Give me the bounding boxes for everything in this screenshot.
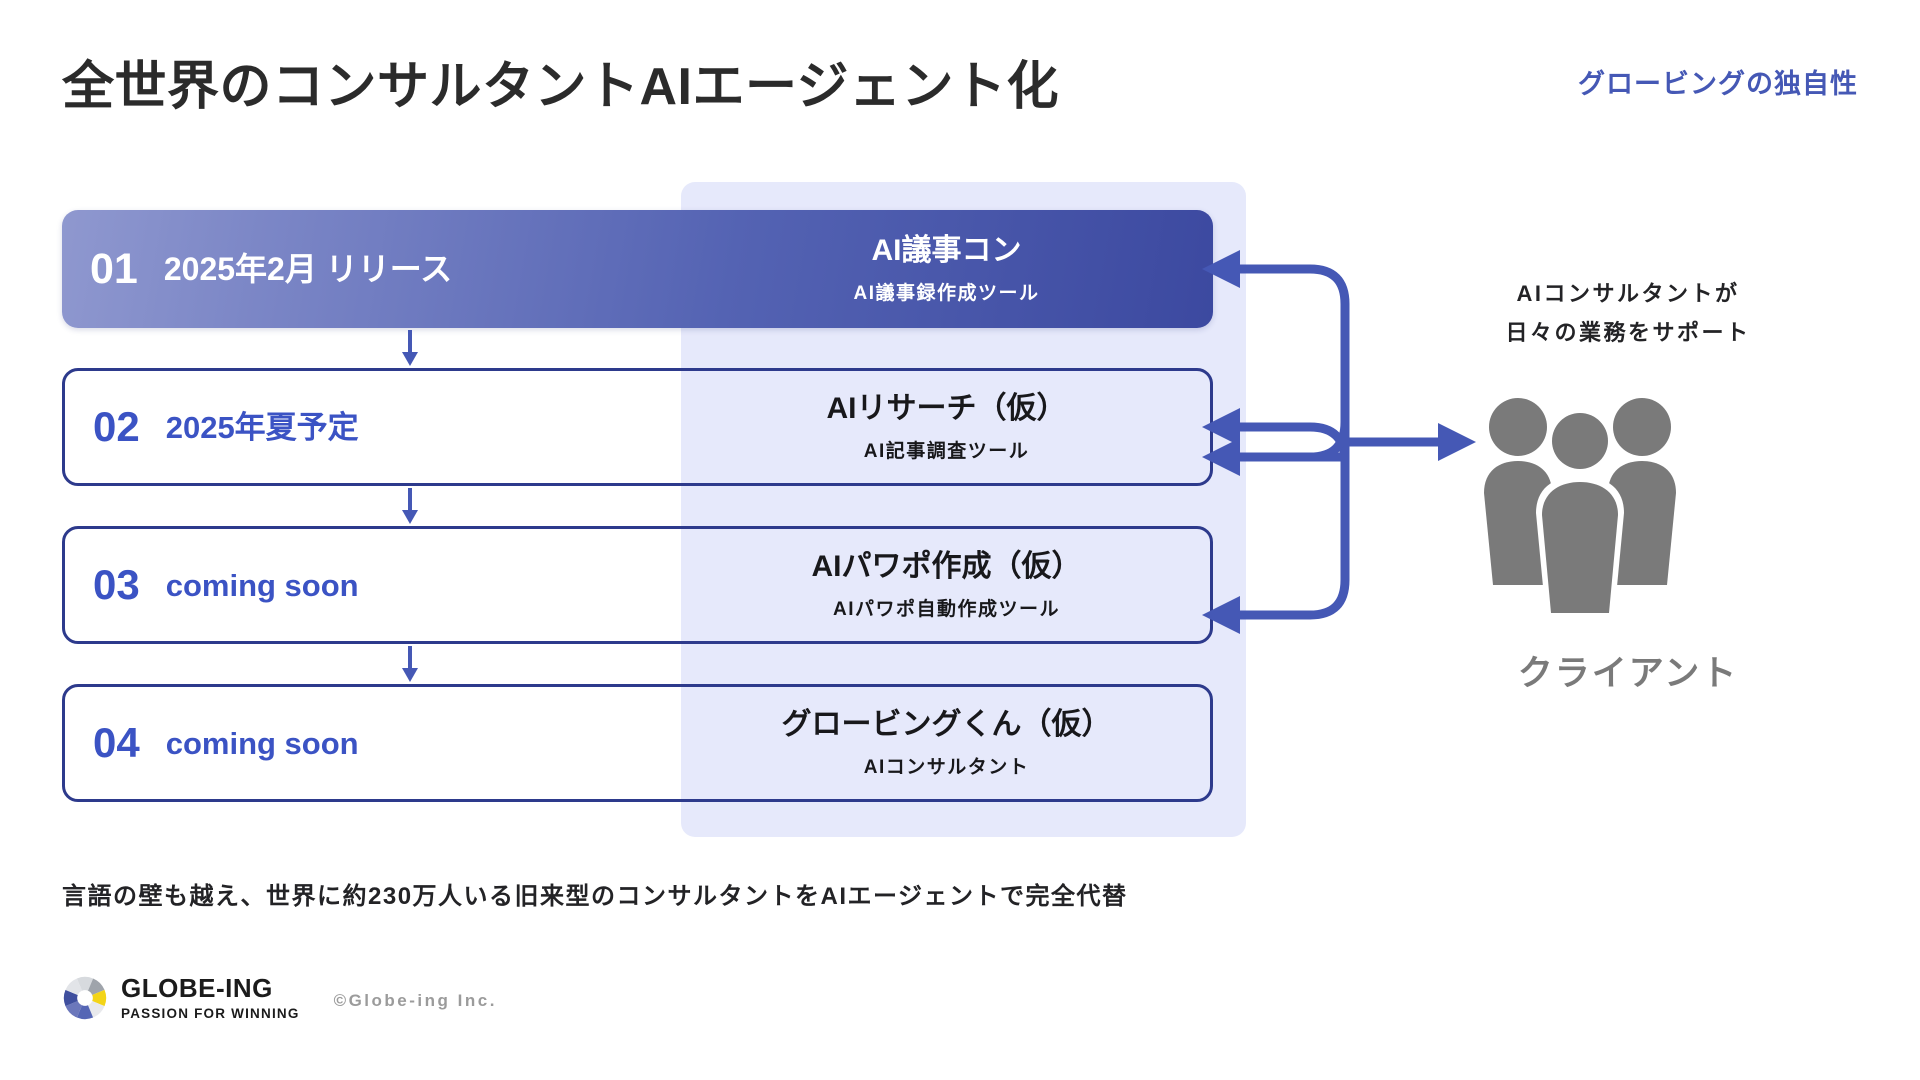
row-left-02: 02 2025年夏予定	[65, 371, 683, 483]
row-right-04: グロービングくん（仮） AIコンサルタント	[683, 687, 1210, 799]
footer-caption: 言語の壁も越え、世界に約230万人いる旧来型のコンサルタントをAIエージェントで…	[62, 883, 1128, 910]
row-left-03: 03 coming soon	[65, 529, 683, 641]
row-left-04: 04 coming soon	[65, 687, 683, 799]
row-number-01: 01	[90, 244, 138, 293]
header-section-tag: グロービングの独自性	[1578, 69, 1858, 99]
row-right-03: AIパワポ作成（仮） AIパワポ自動作成ツール	[683, 529, 1210, 641]
down-arrow-icon-2-3	[402, 488, 418, 524]
row-left-01: 01 2025年2月 リリース	[62, 210, 680, 328]
row-right-01: AI議事コン AI議事録作成ツール	[680, 210, 1213, 328]
connector-tree-icon	[1202, 250, 1476, 634]
row-schedule-02: 2025年夏予定	[165, 409, 359, 445]
row-number-03: 03	[93, 561, 140, 608]
copyright-text: ©Globe-ing Inc.	[333, 991, 497, 1010]
footer-branding: GLOBE-ING PASSION FOR WINNING ©Globe-ing…	[62, 975, 497, 1021]
row-schedule-01: 2025年2月 リリース	[163, 251, 453, 287]
globe-ing-pinwheel-logo-icon	[63, 976, 107, 1020]
logo-wordmark: GLOBE-ING PASSION FOR WINNING	[121, 975, 300, 1021]
down-arrow-icon-1-2	[402, 330, 418, 366]
timeline-row-02[interactable]: 02 2025年夏予定 AIリサーチ（仮） AI記事調査ツール	[62, 368, 1213, 486]
row-product-01: AI議事コン	[871, 233, 1022, 267]
down-arrow-icon-3-4	[402, 646, 418, 682]
three-people-icon	[1484, 398, 1676, 618]
logo-name: GLOBE-ING	[121, 973, 273, 1004]
row-schedule-03: coming soon	[165, 567, 359, 603]
support-text-line1: AIコンサルタントが	[1516, 281, 1740, 306]
row-product-04: グロービングくん（仮）	[781, 707, 1112, 741]
logo-tagline: PASSION FOR WINNING	[121, 1006, 300, 1022]
client-label: クライアント	[1517, 654, 1739, 693]
timeline-row-04[interactable]: 04 coming soon グロービングくん（仮） AIコンサルタント	[62, 684, 1213, 802]
row-right-02: AIリサーチ（仮） AI記事調査ツール	[683, 371, 1210, 483]
row-product-sub-03: AIパワポ自動作成ツール	[832, 598, 1060, 620]
row-product-03: AIパワポ作成（仮）	[811, 549, 1082, 583]
row-product-sub-04: AIコンサルタント	[863, 756, 1030, 778]
timeline-row-01[interactable]: 01 2025年2月 リリース AI議事コン AI議事録作成ツール	[62, 210, 1213, 328]
row-schedule-04: coming soon	[165, 725, 359, 761]
row-product-sub-01: AI議事録作成ツール	[853, 282, 1040, 304]
row-product-02: AIリサーチ（仮）	[826, 391, 1067, 425]
page-title: 全世界のコンサルタントAIエージェント化	[62, 58, 1059, 116]
timeline-row-03[interactable]: 03 coming soon AIパワポ作成（仮） AIパワポ自動作成ツール	[62, 526, 1213, 644]
row-number-02: 02	[93, 403, 140, 450]
support-text-line2: 日々の業務をサポート	[1505, 319, 1751, 345]
row-product-sub-02: AI記事調査ツール	[863, 440, 1030, 462]
row-number-04: 04	[93, 719, 140, 766]
support-text: AIコンサルタントが 日々の業務をサポート	[1448, 275, 1808, 352]
